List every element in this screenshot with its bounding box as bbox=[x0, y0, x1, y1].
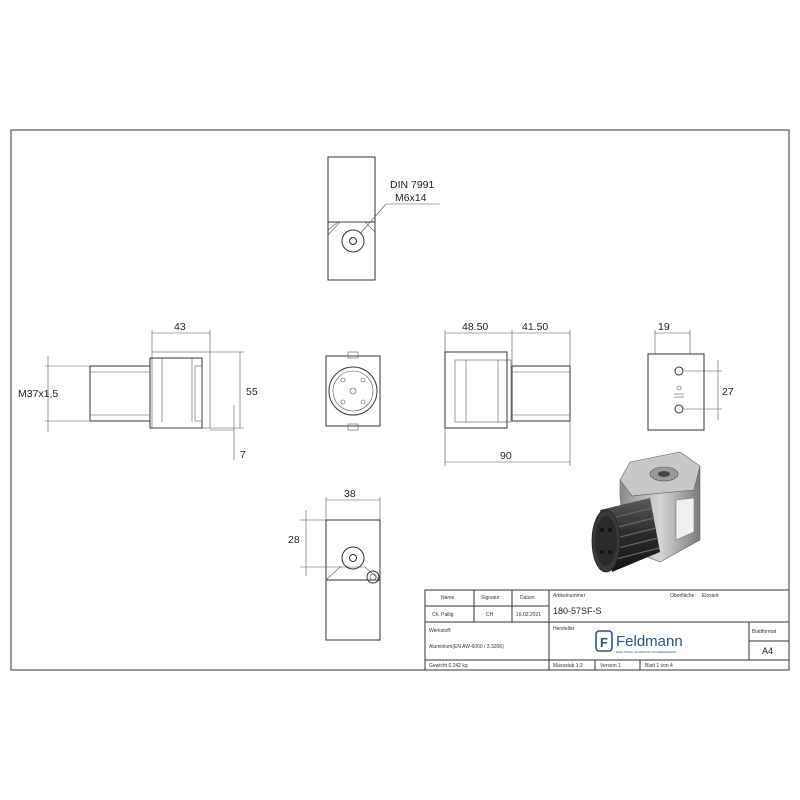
front-view: 48.50 41.50 90 bbox=[444, 321, 571, 466]
tb-article-number: 180-57SF-S bbox=[553, 606, 602, 616]
tb-drawn-date: 16.02.2021 bbox=[516, 612, 541, 618]
dim-side-height: 27 bbox=[722, 386, 734, 398]
screw-spec-line1: DIN 7991 bbox=[390, 179, 435, 191]
tb-drawn-name: Ch. Pallig bbox=[432, 612, 454, 618]
dim-side-width: 19 bbox=[658, 321, 670, 333]
title-block: Name Signatur Datum Ch. Pallig CH 16.02.… bbox=[424, 589, 790, 671]
dim-front-right: 41.50 bbox=[522, 321, 548, 333]
dim-bottom-width: 38 bbox=[344, 488, 356, 500]
tb-format-value: A4 bbox=[762, 646, 773, 656]
bottom-view: 38 28 bbox=[288, 488, 381, 641]
dim-thread: M37x1,5 bbox=[18, 388, 58, 400]
top-view: DIN 7991 M6x14 bbox=[327, 156, 440, 281]
dim-bottom-height: 28 bbox=[288, 534, 300, 546]
end-view bbox=[325, 351, 381, 431]
isometric-render bbox=[591, 451, 701, 573]
svg-text:Feldmann: Feldmann bbox=[616, 633, 683, 650]
screw-spec-line2: M6x14 bbox=[395, 192, 427, 204]
dim-left-gap: 7 bbox=[240, 449, 246, 461]
side-plate-view: 19 27 bbox=[647, 321, 734, 431]
tb-surface-label: Oberfläche: bbox=[670, 593, 696, 599]
svg-text:F: F bbox=[600, 635, 608, 650]
left-view: 43 55 M37x1,5 7 bbox=[18, 321, 258, 461]
dim-left-height: 55 bbox=[246, 386, 258, 398]
tb-format-label: Blattformat bbox=[752, 629, 777, 635]
tb-manufacturer-label: Hersteller bbox=[553, 626, 575, 632]
tb-surface-value: Eloxiert bbox=[702, 593, 719, 599]
svg-text:EDELSTAHL ALUMINIUM SCHMIEDEEI: EDELSTAHL ALUMINIUM SCHMIEDEEISEN bbox=[616, 650, 676, 654]
tb-drawn-signature: CH bbox=[486, 612, 494, 618]
tb-article-label: Artikelnummer bbox=[553, 593, 586, 599]
dim-front-total: 90 bbox=[500, 450, 512, 462]
tb-col-name: Name bbox=[441, 595, 455, 601]
drawing-frame bbox=[10, 129, 790, 671]
tb-col-signature: Signatur bbox=[481, 595, 500, 601]
dim-front-left: 48.50 bbox=[462, 321, 488, 333]
threaded-cylinder bbox=[591, 498, 660, 573]
dim-left-width: 43 bbox=[174, 321, 186, 333]
tb-weight: Gewicht 0,242 kg bbox=[429, 663, 468, 669]
tb-col-date: Datum bbox=[520, 595, 535, 601]
feldmann-logo: F Feldmann EDELSTAHL ALUMINIUM SCHMIEDEE… bbox=[595, 630, 683, 654]
tb-sheet: Blatt 1 von 4 bbox=[645, 663, 673, 669]
tb-version: Version 1 bbox=[600, 663, 621, 669]
tb-material-value: Aluminium(EN AW-6060 / 3.3206) bbox=[429, 644, 504, 650]
tb-scale: Massstab 1:2 bbox=[553, 663, 583, 669]
tb-material-label: Werkstoff: bbox=[429, 628, 451, 634]
